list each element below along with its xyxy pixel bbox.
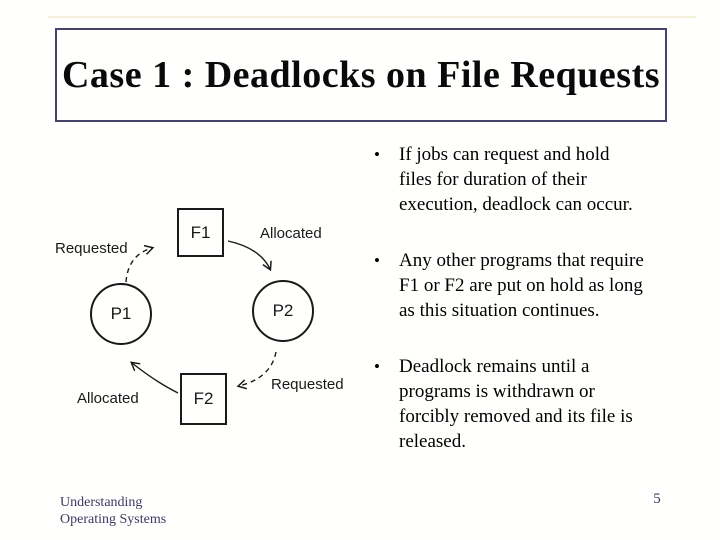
bullet-text: Deadlock remains until a programs is wit… — [399, 354, 694, 454]
node-process-p1: P1 — [90, 283, 152, 345]
node-process-p2: P2 — [252, 280, 314, 342]
bullet-list: • If jobs can request and hold files for… — [374, 142, 694, 454]
bullet-marker: • — [374, 145, 380, 164]
edge-label-requested-top: Requested — [55, 240, 128, 257]
node-file-f2: F2 — [180, 373, 227, 425]
bullet-line: Any other programs that require — [399, 250, 644, 271]
bullet-item: • If jobs can request and hold files for… — [374, 142, 694, 217]
bullet-line: execution, deadlock can occur. — [399, 194, 633, 215]
bullet-line: Deadlock remains until a — [399, 356, 590, 377]
requested-arrow-p2-to-f2 — [236, 351, 277, 390]
edge-label-requested-bottom: Requested — [271, 376, 344, 393]
footer-line-2: Operating Systems — [60, 512, 167, 527]
top-divider-line — [48, 16, 696, 18]
bullet-line: as this situation continues. — [399, 300, 600, 321]
allocated-arrow-f2-to-p1 — [130, 361, 179, 394]
edge-label-allocated-top: Allocated — [260, 225, 322, 242]
node-file-f1: F1 — [177, 208, 224, 257]
bullet-line: If jobs can request and hold — [399, 144, 610, 165]
requested-arrow-p1-to-f1 — [125, 244, 155, 283]
edge-label-allocated-bottom: Allocated — [77, 390, 139, 407]
footer-course-name: Understanding Operating Systems — [60, 494, 166, 528]
bullet-line: F1 or F2 are put on hold as long — [399, 275, 643, 296]
title-box: Case 1 : Deadlocks on File Requests — [55, 28, 667, 122]
bullet-line: released. — [399, 431, 466, 452]
bullet-line: forcibly removed and its file is — [399, 406, 633, 427]
node-f2-label: F2 — [193, 389, 214, 408]
bullet-item: • Deadlock remains until a programs is w… — [374, 354, 694, 454]
bullet-line: files for duration of their — [399, 169, 587, 190]
node-f1-label: F1 — [190, 222, 211, 242]
node-p2-label: P2 — [272, 301, 294, 320]
bullet-marker: • — [374, 357, 380, 376]
node-p1-label: P1 — [110, 304, 132, 323]
bullet-text: Any other programs that require F1 or F2… — [399, 248, 694, 323]
allocated-arrow-f1-to-p2 — [227, 240, 272, 272]
bullet-marker: • — [374, 251, 380, 270]
footer-line-1: Understanding — [60, 495, 143, 510]
bullet-item: • Any other programs that require F1 or … — [374, 248, 694, 323]
bullet-line: programs is withdrawn or — [399, 381, 595, 402]
deadlock-cycle-diagram: F1 P1 P2 F2 Requested Allocated Requeste… — [40, 195, 370, 445]
page-number: 5 — [653, 491, 661, 507]
bullet-text: If jobs can request and hold files for d… — [399, 142, 694, 217]
slide-title: Case 1 : Deadlocks on File Requests — [61, 54, 661, 96]
diagram-arrows — [125, 240, 277, 394]
